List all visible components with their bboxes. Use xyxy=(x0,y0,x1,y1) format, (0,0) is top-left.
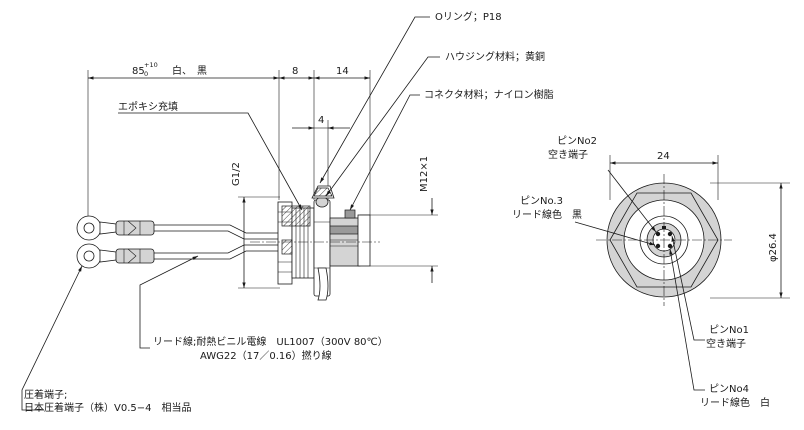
leader-oring xyxy=(319,16,430,184)
leader-epoxy xyxy=(118,112,303,211)
pin-3 xyxy=(655,243,661,249)
connector-face xyxy=(357,214,371,267)
lead-colors-label: 白、 黒 xyxy=(172,64,207,77)
label-lead-wire-1: リード線;耐熱ビニル電線 UL1007（300V 80℃） xyxy=(153,335,388,348)
leader-housing xyxy=(325,56,440,197)
front-view: 24 φ26.4 ピンNo2 空き端子 ピンNo.3 リード線色 黒 ピンNo1… xyxy=(512,135,790,409)
dim-g-value: G1/2 xyxy=(231,162,242,186)
label-oring: Oリング；P18 xyxy=(435,10,502,23)
label-pin1-2: 空き端子 xyxy=(706,337,746,350)
label-pin1-1: ピンNo1 xyxy=(709,324,749,336)
dim-24-value: 24 xyxy=(657,151,670,162)
side-view: 85 +10 0 白、 黒 8 14 4 G1/2 M12×1 xyxy=(21,10,554,414)
label-crimp-1: 圧着端子; xyxy=(24,388,67,401)
leader-connector xyxy=(349,94,420,211)
label-lead-wire-2: AWG22（17／0.16）撚り線 xyxy=(200,349,332,362)
label-pin2-1: ピンNo2 xyxy=(557,135,597,147)
leader-pin3 xyxy=(574,221,656,246)
dim-85-value: 85 xyxy=(132,66,145,77)
housing-section-hatch xyxy=(281,205,311,227)
pin-2 xyxy=(655,231,661,237)
dim-14-value: 14 xyxy=(336,66,349,77)
crimp-terminals xyxy=(76,215,155,269)
dim-85-tol-lower: 0 xyxy=(144,70,148,78)
dim-m-value: M12×1 xyxy=(419,156,430,192)
pin-4 xyxy=(667,243,673,249)
dim-dia-value: φ26.4 xyxy=(768,233,779,262)
housing-body xyxy=(277,185,371,301)
label-pin4-2: リード線色 白 xyxy=(700,396,770,409)
dim-8-value: 8 xyxy=(292,66,298,77)
label-crimp-2: 日本圧着端子（株）V0.5−4 相当品 xyxy=(24,401,192,414)
dim-85-tol-upper: +10 xyxy=(144,61,158,69)
pin-1 xyxy=(667,231,673,237)
label-pin2-2: 空き端子 xyxy=(548,148,588,161)
label-pin4-1: ピンNo4 xyxy=(709,383,749,395)
o-ring xyxy=(315,196,329,208)
leader-lead-wire xyxy=(139,255,199,349)
dim-4-value: 4 xyxy=(318,115,324,126)
crimp-sleeve-upper xyxy=(115,220,155,236)
label-housing: ハウジング材料；黄銅 xyxy=(445,50,545,63)
label-pin3-2: リード線色 黒 xyxy=(512,208,582,221)
leader-pin4 xyxy=(669,248,705,391)
crimp-sleeve-lower xyxy=(115,248,155,264)
leader-crimp xyxy=(21,265,83,411)
label-connector: コネクタ材料；ナイロン樹脂 xyxy=(424,88,554,101)
label-epoxy: エポキシ充填 xyxy=(118,100,178,113)
leader-pin1 xyxy=(671,235,705,341)
leader-pin2 xyxy=(607,169,657,233)
label-pin3-1: ピンNo.3 xyxy=(520,195,563,207)
